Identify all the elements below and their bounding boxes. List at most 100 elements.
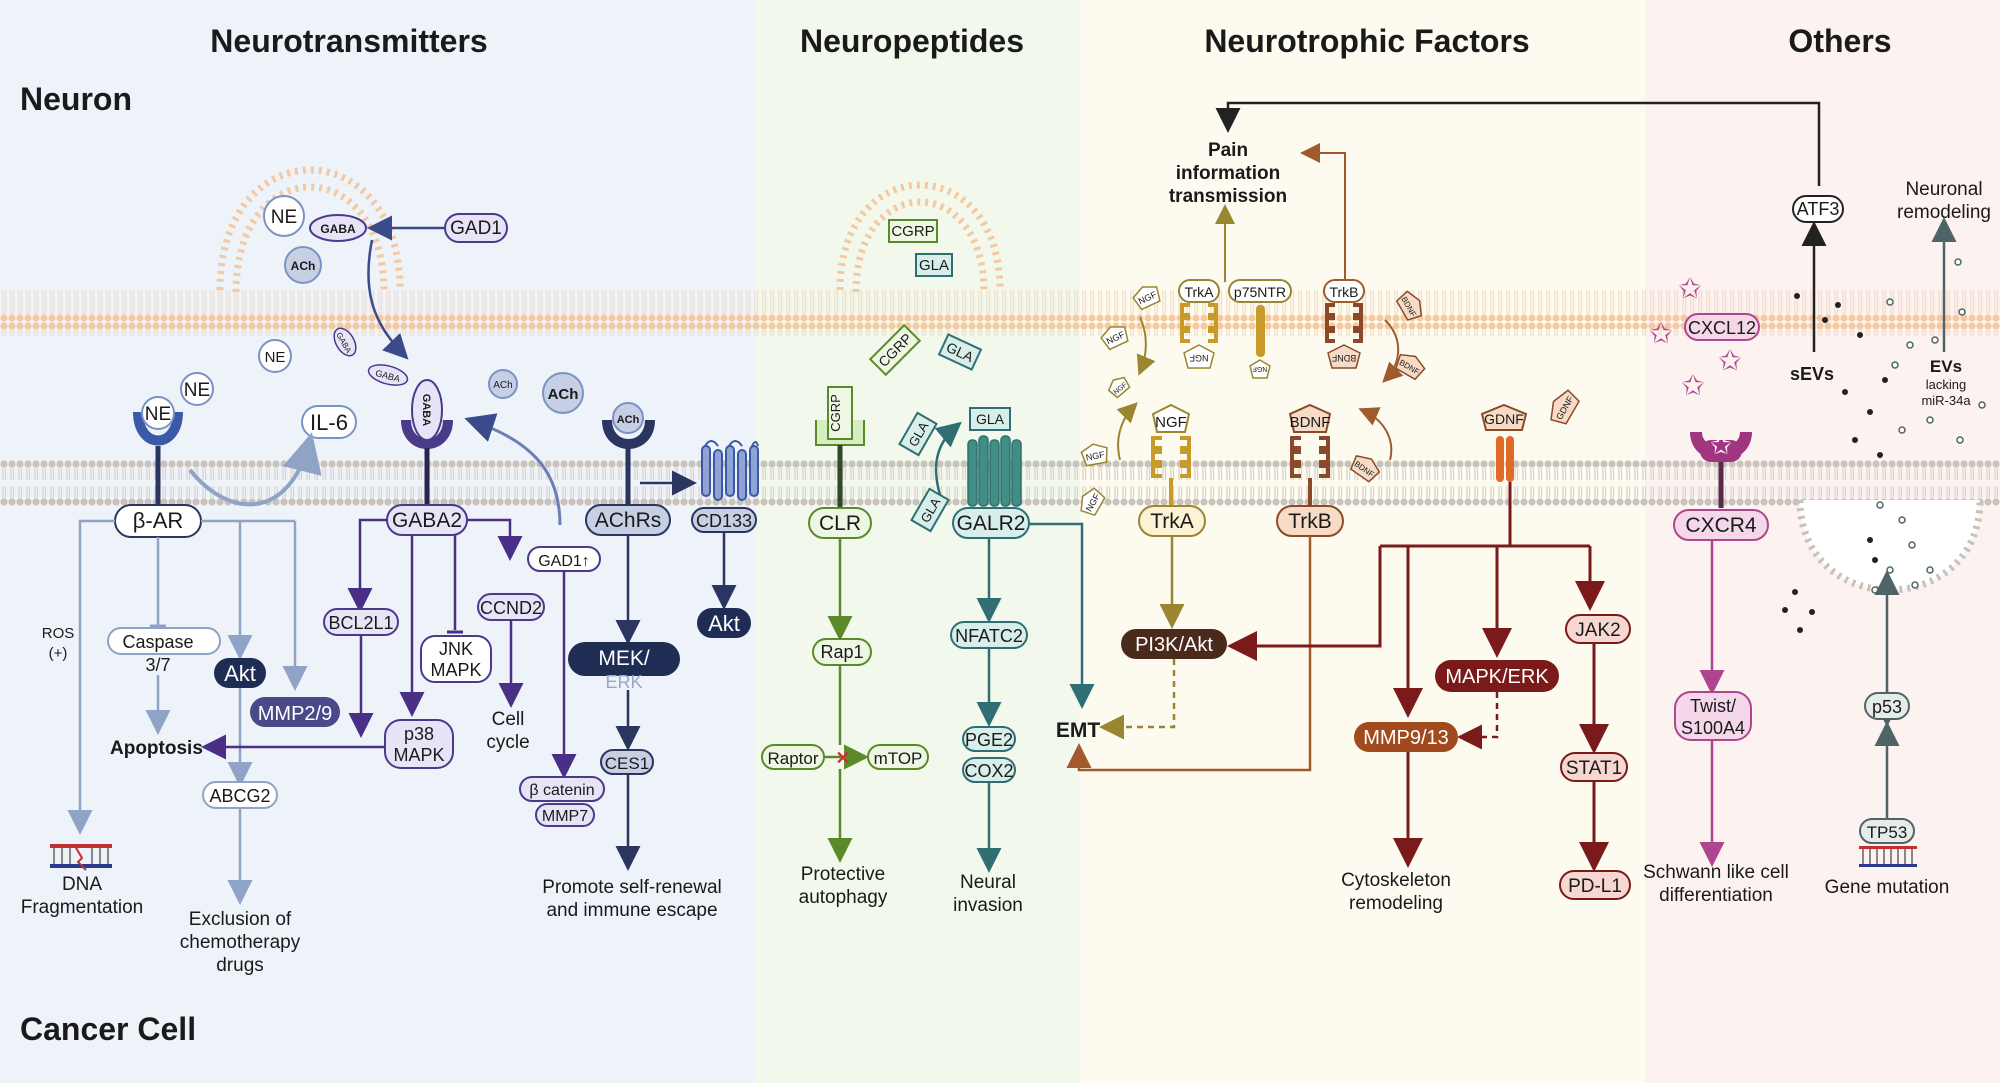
nt-vesicle-contents: NE GABA ACh — [263, 195, 367, 284]
svg-text:NGF: NGF — [1253, 365, 1268, 372]
svg-text:CCND2: CCND2 — [480, 598, 542, 618]
sevs-label: sEVs — [1790, 364, 1834, 384]
stat1-node: STAT1 — [1560, 752, 1628, 782]
svg-text:IL-6: IL-6 — [310, 410, 348, 435]
arrow-trkb-pain — [1300, 143, 1346, 282]
svg-text:Raptor: Raptor — [767, 749, 818, 768]
header-neurotransmitters: Neurotransmitters — [210, 23, 487, 59]
mir34a-label: miR-34a — [1921, 393, 1971, 408]
svg-text:TrkB: TrkB — [1288, 510, 1332, 533]
svg-text:BDNF: BDNF — [1290, 414, 1331, 431]
arrow-atf3-pain — [1215, 101, 1821, 186]
svg-text:Akt: Akt — [708, 611, 740, 636]
svg-text:MMP7: MMP7 — [542, 808, 588, 825]
svg-text:STAT1: STAT1 — [1566, 758, 1622, 779]
svg-text:CXCR4: CXCR4 — [1685, 514, 1757, 537]
svg-text:COX2: COX2 — [964, 761, 1013, 781]
clr-receptor: CGRP CLR — [808, 386, 872, 539]
trka-neuron-receptor: TrkA NGF — [1178, 279, 1220, 369]
svg-text:AChRs: AChRs — [595, 509, 662, 532]
mmp7-node: MMP7 — [535, 803, 595, 827]
cxcr4-receptor: ✩ CXCR4 — [1673, 430, 1769, 541]
cell-label: Cell — [492, 709, 525, 730]
p53-node: p53 — [1864, 692, 1910, 720]
svg-text:GAD1↑: GAD1↑ — [538, 553, 590, 570]
pdl1-node: PD-L1 — [1559, 870, 1631, 900]
trka-receptor: NGF TrkA — [1138, 403, 1206, 537]
nt-free-molecules: NE GABA GABA ACh ACh NE — [180, 327, 584, 414]
svg-text:BCL2L1: BCL2L1 — [328, 613, 393, 633]
caspase-node: Caspase 3/7 — [107, 627, 221, 675]
svg-text:PD-L1: PD-L1 — [1568, 876, 1622, 897]
svg-text:NE: NE — [265, 349, 286, 366]
svg-text:Akt: Akt — [224, 661, 256, 686]
tp53-node: TP53 — [1859, 818, 1915, 844]
svg-text:JAK2: JAK2 — [1575, 620, 1620, 641]
ros-label: ROS — [42, 625, 75, 642]
ccnd2-node: CCND2 — [477, 593, 545, 621]
svg-text:MAPK/ERK: MAPK/ERK — [1445, 666, 1549, 688]
svg-text:PI3K/Akt: PI3K/Akt — [1135, 634, 1213, 656]
svg-text:S100A4: S100A4 — [1681, 718, 1745, 738]
label-neuron: Neuron — [20, 81, 132, 117]
dna-label: DNA — [62, 874, 102, 895]
header-others: Others — [1788, 23, 1891, 59]
mmp29-node: MMP2/9 — [250, 697, 340, 727]
bdnf-free-molecules: BDNF BDNF BDNF — [1349, 290, 1426, 483]
pge2-node: PGE2 — [962, 726, 1016, 752]
cox2-node: COX2 — [962, 757, 1016, 783]
nfatc2-node: NFATC2 — [950, 621, 1028, 649]
schwann-label-2: differentiation — [1659, 885, 1773, 906]
panel-neurotrophic — [1080, 0, 1645, 1083]
cytoskeleton-label-1: Cytoskeleton — [1341, 870, 1451, 891]
atf3-node: ATF3 — [1792, 195, 1844, 223]
svg-text:✩: ✩ — [1678, 273, 1701, 304]
svg-text:CGRP: CGRP — [891, 223, 934, 240]
svg-text:Rap1: Rap1 — [820, 642, 863, 662]
beta-ar-receptor: NE β-AR — [114, 396, 202, 538]
svg-text:CXCL12: CXCL12 — [1688, 318, 1756, 338]
svg-text:MEK/: MEK/ — [598, 647, 650, 670]
pain-label-2: information — [1176, 163, 1281, 184]
arrow-beta-ar-il6 — [188, 432, 322, 507]
gad1-node: GAD1 — [444, 213, 508, 243]
svg-text:NE: NE — [145, 404, 171, 425]
svg-text:CD133: CD133 — [696, 511, 752, 531]
svg-text:ABCG2: ABCG2 — [209, 786, 270, 806]
svg-text:ACh: ACh — [291, 259, 316, 273]
neural-label-1: Neural — [960, 872, 1016, 893]
svg-text:NGF: NGF — [1189, 353, 1209, 363]
protective-label-1: Protective — [801, 864, 885, 885]
dna-icon — [50, 844, 112, 871]
svg-text:ACh: ACh — [548, 386, 579, 403]
cycle-label: cycle — [486, 732, 529, 753]
galr2-receptor: GLA GALR2 — [952, 407, 1030, 539]
akt-node: Akt — [214, 658, 266, 688]
svg-text:GLA: GLA — [976, 411, 1005, 427]
promote-label-1: Promote self-renewal — [542, 877, 722, 898]
svg-text:β-AR: β-AR — [133, 508, 184, 533]
ngf-free-molecules: NGF NGF NGF NGF NGF — [1080, 286, 1161, 517]
svg-text:ATF3: ATF3 — [1797, 199, 1840, 219]
header-neurotrophic: Neurotrophic Factors — [1204, 23, 1529, 59]
svg-text:β catenin: β catenin — [529, 782, 594, 799]
bcl2l1-node: BCL2L1 — [323, 608, 399, 636]
panel-neuropeptides — [755, 0, 1080, 1083]
cxcl12-stars: ✩ ✩ ✩ ✩ — [1649, 273, 1741, 401]
svg-text:TrkA: TrkA — [1150, 510, 1194, 533]
cd133-receptor: CD133 — [691, 440, 759, 533]
protective-label-2: autophagy — [799, 887, 888, 908]
svg-text:✩: ✩ — [1649, 318, 1672, 349]
gene-dna-icon — [1859, 846, 1917, 867]
pi3k-akt-node: PI3K/Akt — [1121, 629, 1227, 659]
arrow-gad1up-gaba — [464, 413, 562, 526]
mapk-erk-node: MAPK/ERK — [1435, 660, 1559, 692]
svg-text:GABA: GABA — [320, 222, 356, 236]
neuronal-label-2: remodeling — [1897, 202, 1991, 223]
twist-s100a4-node: Twist/ S100A4 — [1674, 691, 1752, 741]
svg-text:✩: ✩ — [1718, 345, 1741, 376]
svg-text:NGF: NGF — [1085, 449, 1106, 462]
neuron-vesicle-nt — [216, 166, 404, 291]
arrow-gaba2-ccnd2 — [467, 518, 523, 561]
cytoskeleton-label-2: remodeling — [1349, 893, 1443, 914]
